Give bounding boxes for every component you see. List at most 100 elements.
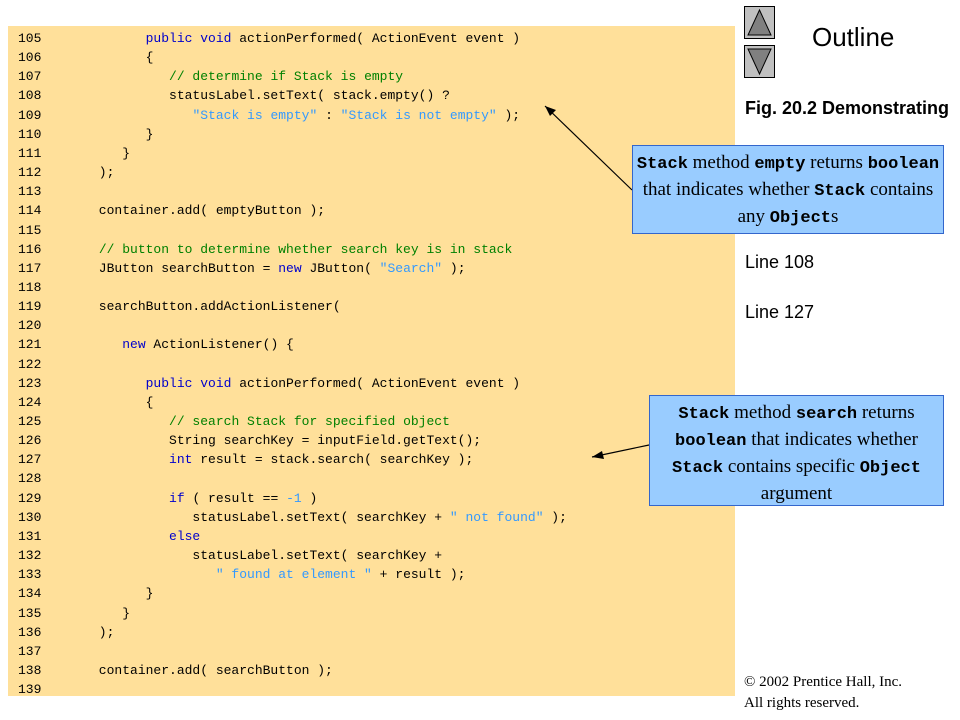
callout-text: returns	[857, 402, 915, 423]
line-number: 109	[18, 107, 42, 123]
callout-text: that indicates whether	[642, 179, 815, 200]
code-line: 106 {	[8, 48, 153, 67]
line-number: 119	[18, 299, 42, 315]
code-token: JButton searchButton =	[52, 260, 279, 276]
outline-title: Outline	[812, 22, 895, 52]
code-token: );	[543, 509, 567, 525]
code-token: );	[496, 107, 521, 123]
code-token: " not found"	[449, 509, 544, 525]
line-reference-108: Line 108	[745, 252, 815, 272]
code-line: 105 public void actionPerformed( ActionE…	[8, 29, 520, 48]
code-token	[52, 108, 192, 123]
code-line: 122	[8, 355, 52, 374]
callout-text: that indicates whether	[746, 429, 918, 450]
code-line: 130 statusLabel.setText( searchKey + " n…	[8, 508, 567, 527]
code-token: statusLabel.setText( searchKey +	[52, 509, 450, 525]
code-term: Stack	[678, 405, 730, 424]
previous-slide-button[interactable]	[744, 6, 775, 39]
code-token: actionPerformed( ActionEvent event )	[231, 375, 521, 391]
code-term: Stack	[672, 459, 724, 478]
code-token	[52, 452, 169, 467]
line-number: 138	[18, 662, 42, 678]
code-term: search	[795, 405, 858, 424]
callout-text: returns	[805, 152, 868, 173]
line-number: 133	[18, 567, 42, 583]
code-line: 120	[8, 316, 52, 335]
code-line: 134 }	[8, 584, 153, 603]
code-line: 113	[8, 182, 52, 201]
code-token: + result );	[371, 567, 466, 583]
line-number: 107	[18, 69, 42, 85]
code-token: );	[442, 260, 466, 276]
code-token: {	[52, 394, 154, 410]
callout-text: contains any	[737, 179, 934, 227]
line-number: 113	[18, 184, 42, 200]
code-token: "Stack is empty"	[192, 107, 318, 123]
code-line: 136 );	[8, 623, 114, 642]
code-token: // search Stack for specified object	[169, 414, 450, 429]
line-number: 112	[18, 165, 42, 181]
code-token: public void	[145, 375, 232, 391]
code-token	[52, 376, 146, 391]
line-number: 123	[18, 375, 42, 391]
code-line: 119 searchButton.addActionListener(	[8, 297, 341, 316]
code-line: 110 }	[8, 125, 153, 144]
code-token: :	[317, 107, 341, 123]
code-token: JButton(	[301, 260, 380, 276]
line-number: 136	[18, 624, 42, 640]
line-number: 111	[18, 145, 42, 161]
copyright-notice: © 2002 Prentice Hall, Inc. All rights re…	[744, 672, 902, 714]
line-number: 117	[18, 260, 42, 276]
code-line: 114 container.add( emptyButton );	[8, 201, 325, 220]
code-token: int	[169, 452, 193, 468]
code-token	[52, 414, 169, 429]
code-line: 115	[8, 221, 52, 240]
code-line: 133 " found at element " + result );	[8, 565, 465, 584]
code-line: 138 container.add( searchButton );	[8, 661, 333, 680]
code-token: }	[52, 586, 154, 602]
code-line: 116 // button to determine whether searc…	[8, 240, 512, 259]
callout-text: s	[831, 206, 839, 227]
triangle-up-icon	[747, 8, 772, 36]
code-token: }	[52, 605, 131, 621]
code-token: new	[122, 337, 146, 353]
code-line: 123 public void actionPerformed( ActionE…	[8, 374, 520, 393]
code-token	[52, 69, 169, 84]
code-token: " found at element "	[215, 567, 372, 583]
code-line: 132 statusLabel.setText( searchKey +	[8, 546, 442, 565]
code-term: Stack	[814, 182, 866, 201]
code-line: 112 );	[8, 163, 114, 182]
callout-stack-search: Stack method search returns boolean that…	[649, 395, 944, 506]
code-token: {	[52, 50, 154, 66]
copyright-line-1: © 2002 Prentice Hall, Inc.	[744, 674, 903, 690]
code-token: String searchKey = inputField.getText();	[52, 433, 482, 449]
code-token: else	[169, 528, 201, 544]
code-line: 126 String searchKey = inputField.getTex…	[8, 431, 481, 450]
line-reference-127: Line 127	[745, 302, 815, 322]
code-token: if	[169, 490, 185, 506]
code-token: public void	[145, 31, 232, 46]
code-line: 125 // search Stack for specified object	[8, 412, 450, 431]
next-slide-button[interactable]	[744, 45, 775, 78]
line-number: 120	[18, 318, 42, 334]
code-line: 118	[8, 278, 52, 297]
line-number: 130	[18, 509, 42, 525]
code-term: empty	[754, 155, 806, 174]
line-number: 122	[18, 356, 42, 372]
line-number: 134	[18, 586, 42, 602]
line-number: 116	[18, 241, 42, 257]
line-number: 126	[18, 433, 42, 449]
code-listing: 105 public void actionPerformed( ActionE…	[8, 26, 735, 697]
code-token: ( result ==	[184, 490, 287, 506]
code-token	[52, 31, 146, 46]
code-token: container.add( emptyButton );	[52, 203, 326, 219]
code-line: 124 {	[8, 393, 153, 412]
line-number: 106	[18, 50, 42, 66]
callout-text: argument	[760, 483, 833, 504]
line-number: 128	[18, 471, 42, 487]
code-token: }	[52, 145, 131, 161]
code-line: 117 JButton searchButton = new JButton( …	[8, 259, 466, 278]
code-token: "Stack is not empty"	[340, 107, 497, 123]
code-token: new	[278, 260, 302, 276]
code-token	[52, 242, 99, 257]
